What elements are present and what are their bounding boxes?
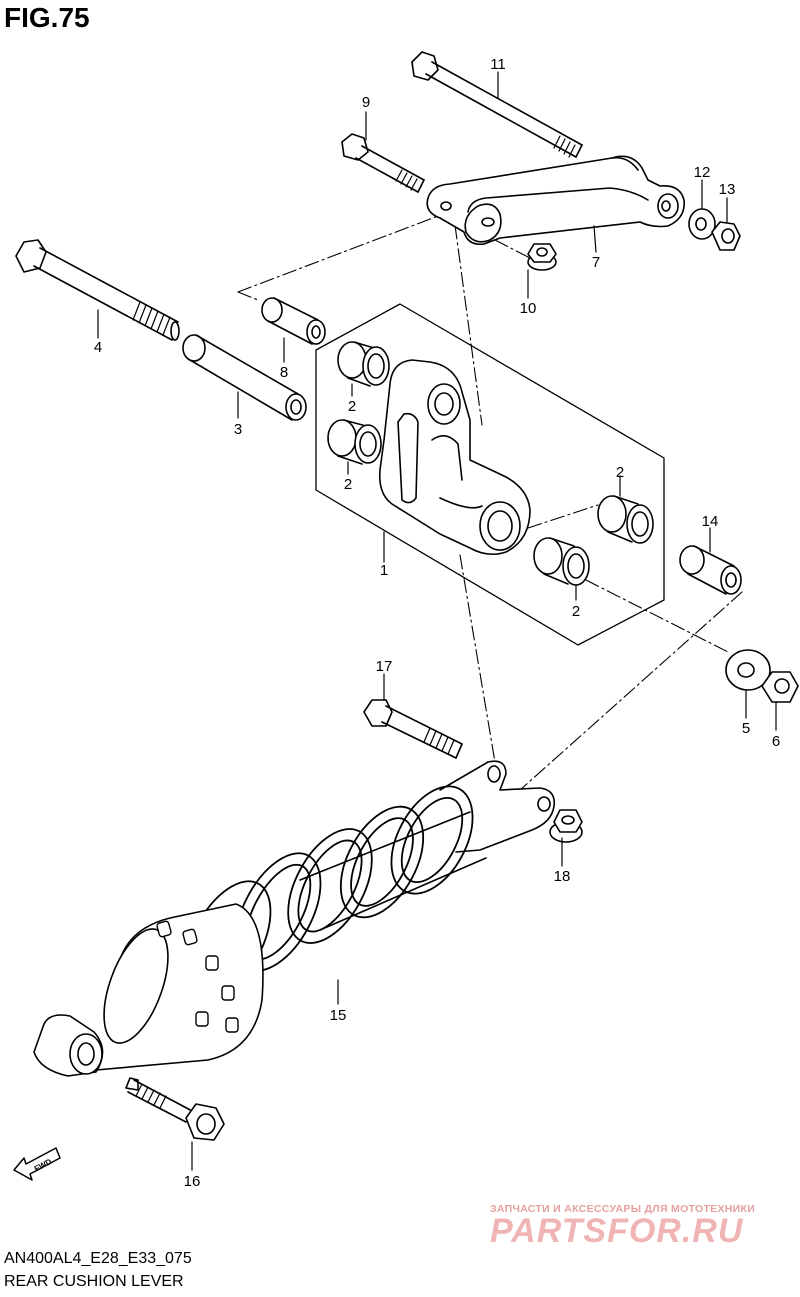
washer-12 xyxy=(688,208,716,240)
spacer-8 xyxy=(261,297,326,345)
callout-17: 17 xyxy=(376,658,393,675)
bearing-2d xyxy=(533,537,590,586)
callout-2b: 2 xyxy=(344,476,352,493)
callout-4: 4 xyxy=(94,339,102,356)
watermark-logo: PARTSFOR.RU xyxy=(490,1212,744,1250)
callout-6: 6 xyxy=(772,733,780,750)
callout-18: 18 xyxy=(554,868,571,885)
nut-18 xyxy=(549,809,583,843)
callout-15: 15 xyxy=(330,1007,347,1024)
callout-8: 8 xyxy=(280,364,288,381)
bolt-11 xyxy=(411,51,583,158)
figure-code: AN400AL4_E28_E33_075 xyxy=(4,1250,192,1267)
callout-2d: 2 xyxy=(572,603,580,620)
shock-absorber-15 xyxy=(33,760,556,1077)
alignment-lines xyxy=(237,212,743,791)
callout-labels: 1 2 2 2 2 3 4 5 6 7 8 9 10 11 12 13 14 1… xyxy=(94,56,780,1190)
forward-arrow-icon: FWD xyxy=(13,1147,61,1181)
nut-10 xyxy=(527,243,557,271)
callout-11: 11 xyxy=(490,56,506,73)
nut-6 xyxy=(761,671,799,703)
figure-name: REAR CUSHION LEVER xyxy=(4,1273,184,1290)
callout-12: 12 xyxy=(694,164,711,181)
callout-2c: 2 xyxy=(616,464,624,481)
callout-2a: 2 xyxy=(348,398,356,415)
spacer-14 xyxy=(679,545,742,595)
callout-9: 9 xyxy=(362,94,370,111)
callout-1: 1 xyxy=(380,562,388,579)
callout-5: 5 xyxy=(742,720,750,737)
washer-5 xyxy=(725,649,771,691)
cushion-lever-1 xyxy=(378,359,531,556)
spacer-3 xyxy=(182,334,307,421)
bolt-4 xyxy=(15,239,180,341)
bearing-2c xyxy=(597,495,654,544)
callout-10: 10 xyxy=(520,300,537,317)
bolt-9 xyxy=(341,133,425,193)
bearing-2b xyxy=(327,419,382,465)
cushion-rod-7 xyxy=(426,155,685,246)
leader-lines xyxy=(97,71,777,1171)
lever-assembly-outline xyxy=(315,303,665,646)
nut-13 xyxy=(711,221,741,251)
bolt-17 xyxy=(363,699,463,759)
callout-14: 14 xyxy=(702,513,719,530)
figure-title: FIG.75 xyxy=(4,2,90,33)
watermark-tagline: ЗАПЧАСТИ И АКСЕССУАРЫ ДЛЯ МОТОТЕХНИКИ xyxy=(490,1203,756,1215)
callout-16: 16 xyxy=(184,1173,201,1190)
callout-13: 13 xyxy=(719,181,736,198)
callout-7: 7 xyxy=(592,254,600,271)
bearing-2a xyxy=(337,341,390,387)
bolt-16 xyxy=(125,1077,225,1141)
callout-3: 3 xyxy=(234,421,242,438)
